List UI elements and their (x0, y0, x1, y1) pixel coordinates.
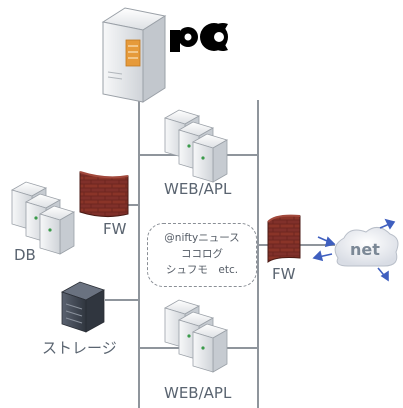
server-cluster-icon (163, 109, 229, 183)
firewall-icon (267, 214, 301, 263)
main-server-icon (101, 7, 167, 103)
web-apl-top-label: WEB/APL (164, 180, 232, 198)
fw-left-label: FW (103, 220, 127, 238)
services-note-line-1: @niftyニュース (164, 232, 240, 244)
fw-right-label: FW (272, 265, 296, 283)
server-cluster-icon (10, 181, 76, 255)
pc-logo-icon (170, 22, 228, 52)
storage-label: ストレージ (42, 339, 117, 357)
cloud-icon (312, 218, 399, 282)
net-label: net (350, 240, 380, 259)
services-note: @niftyニュース ココログ シュフモ etc. (147, 223, 257, 287)
services-note-line-2: ココログ (181, 248, 223, 260)
services-note-line-3: シュフモ etc. (165, 264, 239, 276)
db-label: DB (14, 246, 36, 264)
firewall-icon (79, 171, 129, 218)
storage-icon (61, 281, 105, 333)
server-cluster-icon (163, 299, 229, 373)
web-apl-bottom-label: WEB/APL (164, 384, 232, 402)
